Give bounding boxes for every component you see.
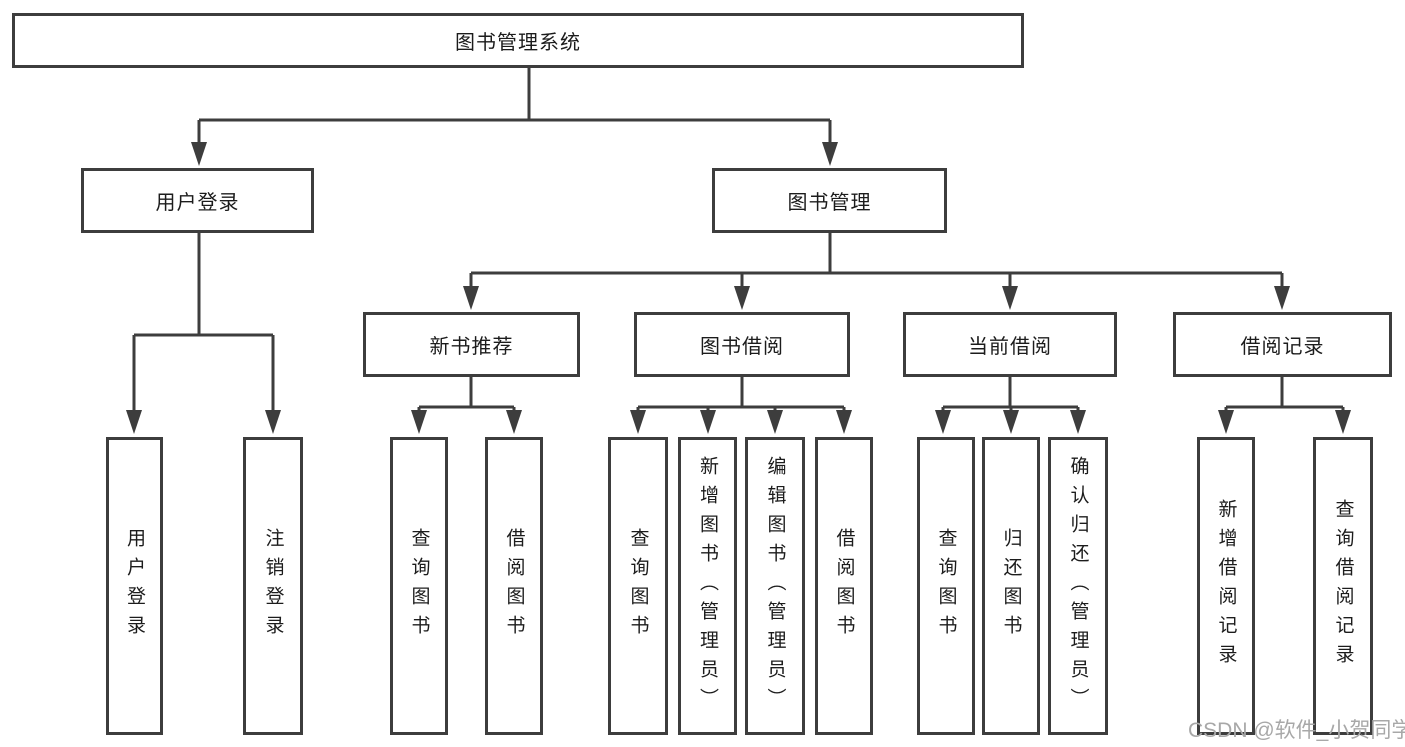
arrow-down-icon: [700, 410, 716, 434]
arrow-down-icon: [1335, 410, 1351, 434]
connector-user-login-children: [126, 233, 281, 434]
node-book-borrow: 图书借阅: [634, 312, 850, 377]
arrow-down-icon: [1002, 286, 1018, 310]
arrow-down-icon: [935, 410, 951, 434]
leaf-current-query-books: 查询图书: [917, 437, 975, 735]
arrow-down-icon: [734, 286, 750, 310]
node-label: 用户登录: [124, 528, 145, 644]
arrow-down-icon: [822, 142, 838, 166]
leaf-borrow-borrow-books: 借阅图书: [815, 437, 873, 735]
node-user-login: 用户登录: [81, 168, 314, 233]
arrow-down-icon: [1070, 410, 1086, 434]
node-label: 图书管理系统: [455, 32, 581, 54]
leaf-borrow-query-books: 查询图书: [608, 437, 668, 735]
node-label: 注销登录: [262, 528, 284, 644]
arrow-down-icon: [191, 142, 207, 166]
connector-book-management-children: [463, 233, 1290, 310]
connector-root-to-level2: [191, 68, 838, 166]
node-label: 查询图书: [408, 528, 430, 644]
arrow-down-icon: [265, 410, 281, 434]
arrow-down-icon: [630, 410, 646, 434]
node-book-management: 图书管理: [712, 168, 947, 233]
leaf-borrow-edit-books-admin: 编辑图书（管理员）: [745, 437, 805, 735]
node-label: 编辑图书（管理员）: [764, 455, 786, 717]
node-borrow-records: 借阅记录: [1173, 312, 1392, 377]
connector-borrow-records-children: [1218, 377, 1351, 434]
arrow-down-icon: [767, 410, 783, 434]
arrow-down-icon: [126, 410, 142, 434]
node-label: 查询借阅记录: [1332, 499, 1354, 673]
node-label: 新增图书（管理员）: [697, 455, 718, 717]
leaf-logout: 注销登录: [243, 437, 303, 735]
leaf-records-add-record: 新增借阅记录: [1197, 437, 1255, 735]
node-label: 查询图书: [935, 528, 957, 644]
arrow-down-icon: [1274, 286, 1290, 310]
node-label: 图书管理: [787, 192, 872, 214]
connector-new-book-children: [411, 377, 522, 434]
leaf-borrow-add-books-admin: 新增图书（管理员）: [678, 437, 737, 735]
node-label: 归还图书: [1000, 528, 1022, 644]
arrow-down-icon: [1003, 410, 1019, 434]
arrow-down-icon: [506, 410, 522, 434]
node-root: 图书管理系统: [12, 13, 1024, 68]
arrow-down-icon: [463, 286, 479, 310]
node-current-borrow: 当前借阅: [903, 312, 1117, 377]
leaf-newbook-query-books: 查询图书: [390, 437, 448, 735]
leaf-records-query-record: 查询借阅记录: [1313, 437, 1373, 735]
node-label: 借阅图书: [503, 528, 525, 644]
node-label: 查询图书: [627, 528, 649, 644]
leaf-user-login: 用户登录: [106, 437, 163, 735]
node-label: 确认归还（管理员）: [1067, 455, 1089, 717]
leaf-current-return-books: 归还图书: [982, 437, 1040, 735]
connector-book-borrow-children: [630, 377, 852, 434]
node-label: 新书推荐: [429, 336, 514, 358]
arrow-down-icon: [411, 410, 427, 434]
arrow-down-icon: [1218, 410, 1234, 434]
leaf-newbook-borrow-books: 借阅图书: [485, 437, 543, 735]
node-label: 借阅记录: [1240, 336, 1325, 358]
connector-current-borrow-children: [935, 377, 1086, 434]
leaf-current-confirm-return-admin: 确认归还（管理员）: [1048, 437, 1108, 735]
node-label: 当前借阅: [968, 336, 1052, 358]
node-label: 用户登录: [155, 192, 240, 214]
node-label: 图书借阅: [700, 336, 784, 358]
node-new-book-recommend: 新书推荐: [363, 312, 580, 377]
arrow-down-icon: [836, 410, 852, 434]
node-label: 新增借阅记录: [1215, 499, 1237, 673]
node-label: 借阅图书: [833, 528, 855, 644]
